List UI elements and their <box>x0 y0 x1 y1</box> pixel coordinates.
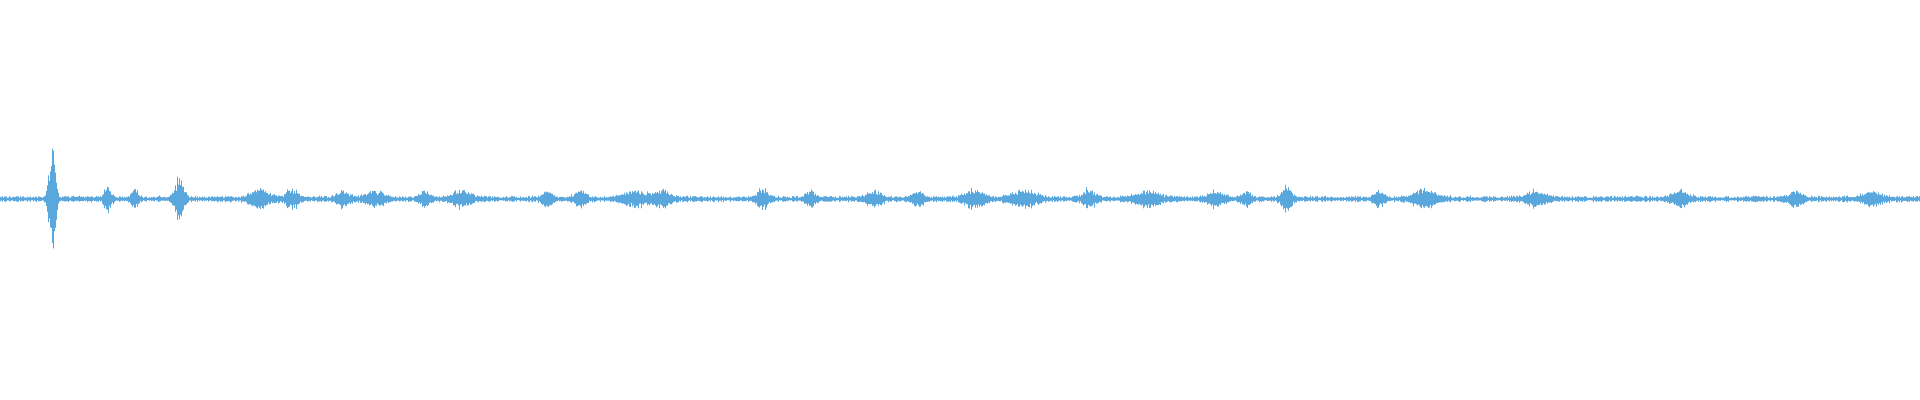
waveform-signal <box>0 148 1920 249</box>
